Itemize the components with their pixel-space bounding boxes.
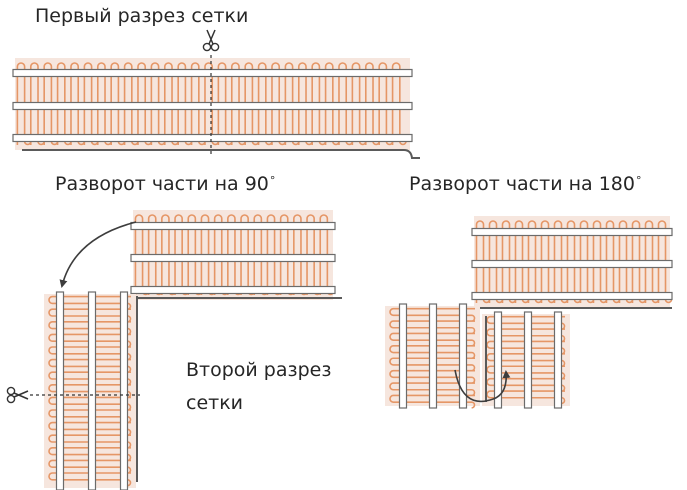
mesh-tape <box>12 133 413 143</box>
mesh-tape <box>130 253 336 263</box>
label-turn-180-text: Разворот части на 180 <box>409 173 635 195</box>
heating-cable <box>16 62 407 146</box>
cold-lead-wire <box>22 149 420 159</box>
heating-cable <box>134 214 335 296</box>
degree-sign: ° <box>635 174 642 187</box>
mesh-tape <box>553 311 563 409</box>
label-turn-90-text: Разворот части на 90 <box>55 173 269 195</box>
heating-cable <box>389 307 476 409</box>
mat-90-vertical-part <box>44 291 138 490</box>
heating-cable <box>486 315 566 405</box>
curved-arrow-icon <box>454 369 511 403</box>
mesh-tape <box>12 101 413 111</box>
mesh-tape <box>493 311 503 409</box>
curved-arrow-icon <box>59 221 137 288</box>
heating-cable <box>475 220 673 304</box>
mesh-tape <box>458 303 468 409</box>
mat-180-right-part <box>482 311 570 409</box>
mesh-tape <box>12 68 413 78</box>
scissors-icon <box>202 29 220 52</box>
mesh-tape <box>398 303 408 409</box>
mat-180-left-part <box>385 303 480 409</box>
mesh-tape <box>130 221 336 231</box>
mesh-tape <box>130 285 336 295</box>
mesh-tape <box>428 303 438 409</box>
mesh-tape <box>471 291 673 301</box>
label-second-cut-line2: сетки <box>186 392 244 414</box>
cut-lines-and-arrows <box>6 221 511 404</box>
label-first-cut: Первый разрез сетки <box>35 5 249 27</box>
mat-180-top-part <box>471 216 673 309</box>
mat-90-top-part <box>130 210 342 300</box>
mesh-tape <box>87 291 97 490</box>
mesh-tape <box>119 291 129 490</box>
label-turn-180: Разворот части на 180° <box>409 175 641 194</box>
mesh-tape <box>471 227 673 237</box>
mesh-tape <box>523 311 533 409</box>
mat-first-cut <box>12 29 420 159</box>
label-second-cut-line1: Второй разрез <box>186 359 332 381</box>
label-second-cut: Второй разрез сетки <box>186 354 331 420</box>
scissors-icon <box>6 386 29 404</box>
label-turn-90: Разворот части на 90° <box>55 175 275 194</box>
degree-sign: ° <box>269 174 276 187</box>
mesh-tape <box>471 259 673 269</box>
heating-cable <box>48 295 132 487</box>
mesh-tape <box>55 291 65 490</box>
